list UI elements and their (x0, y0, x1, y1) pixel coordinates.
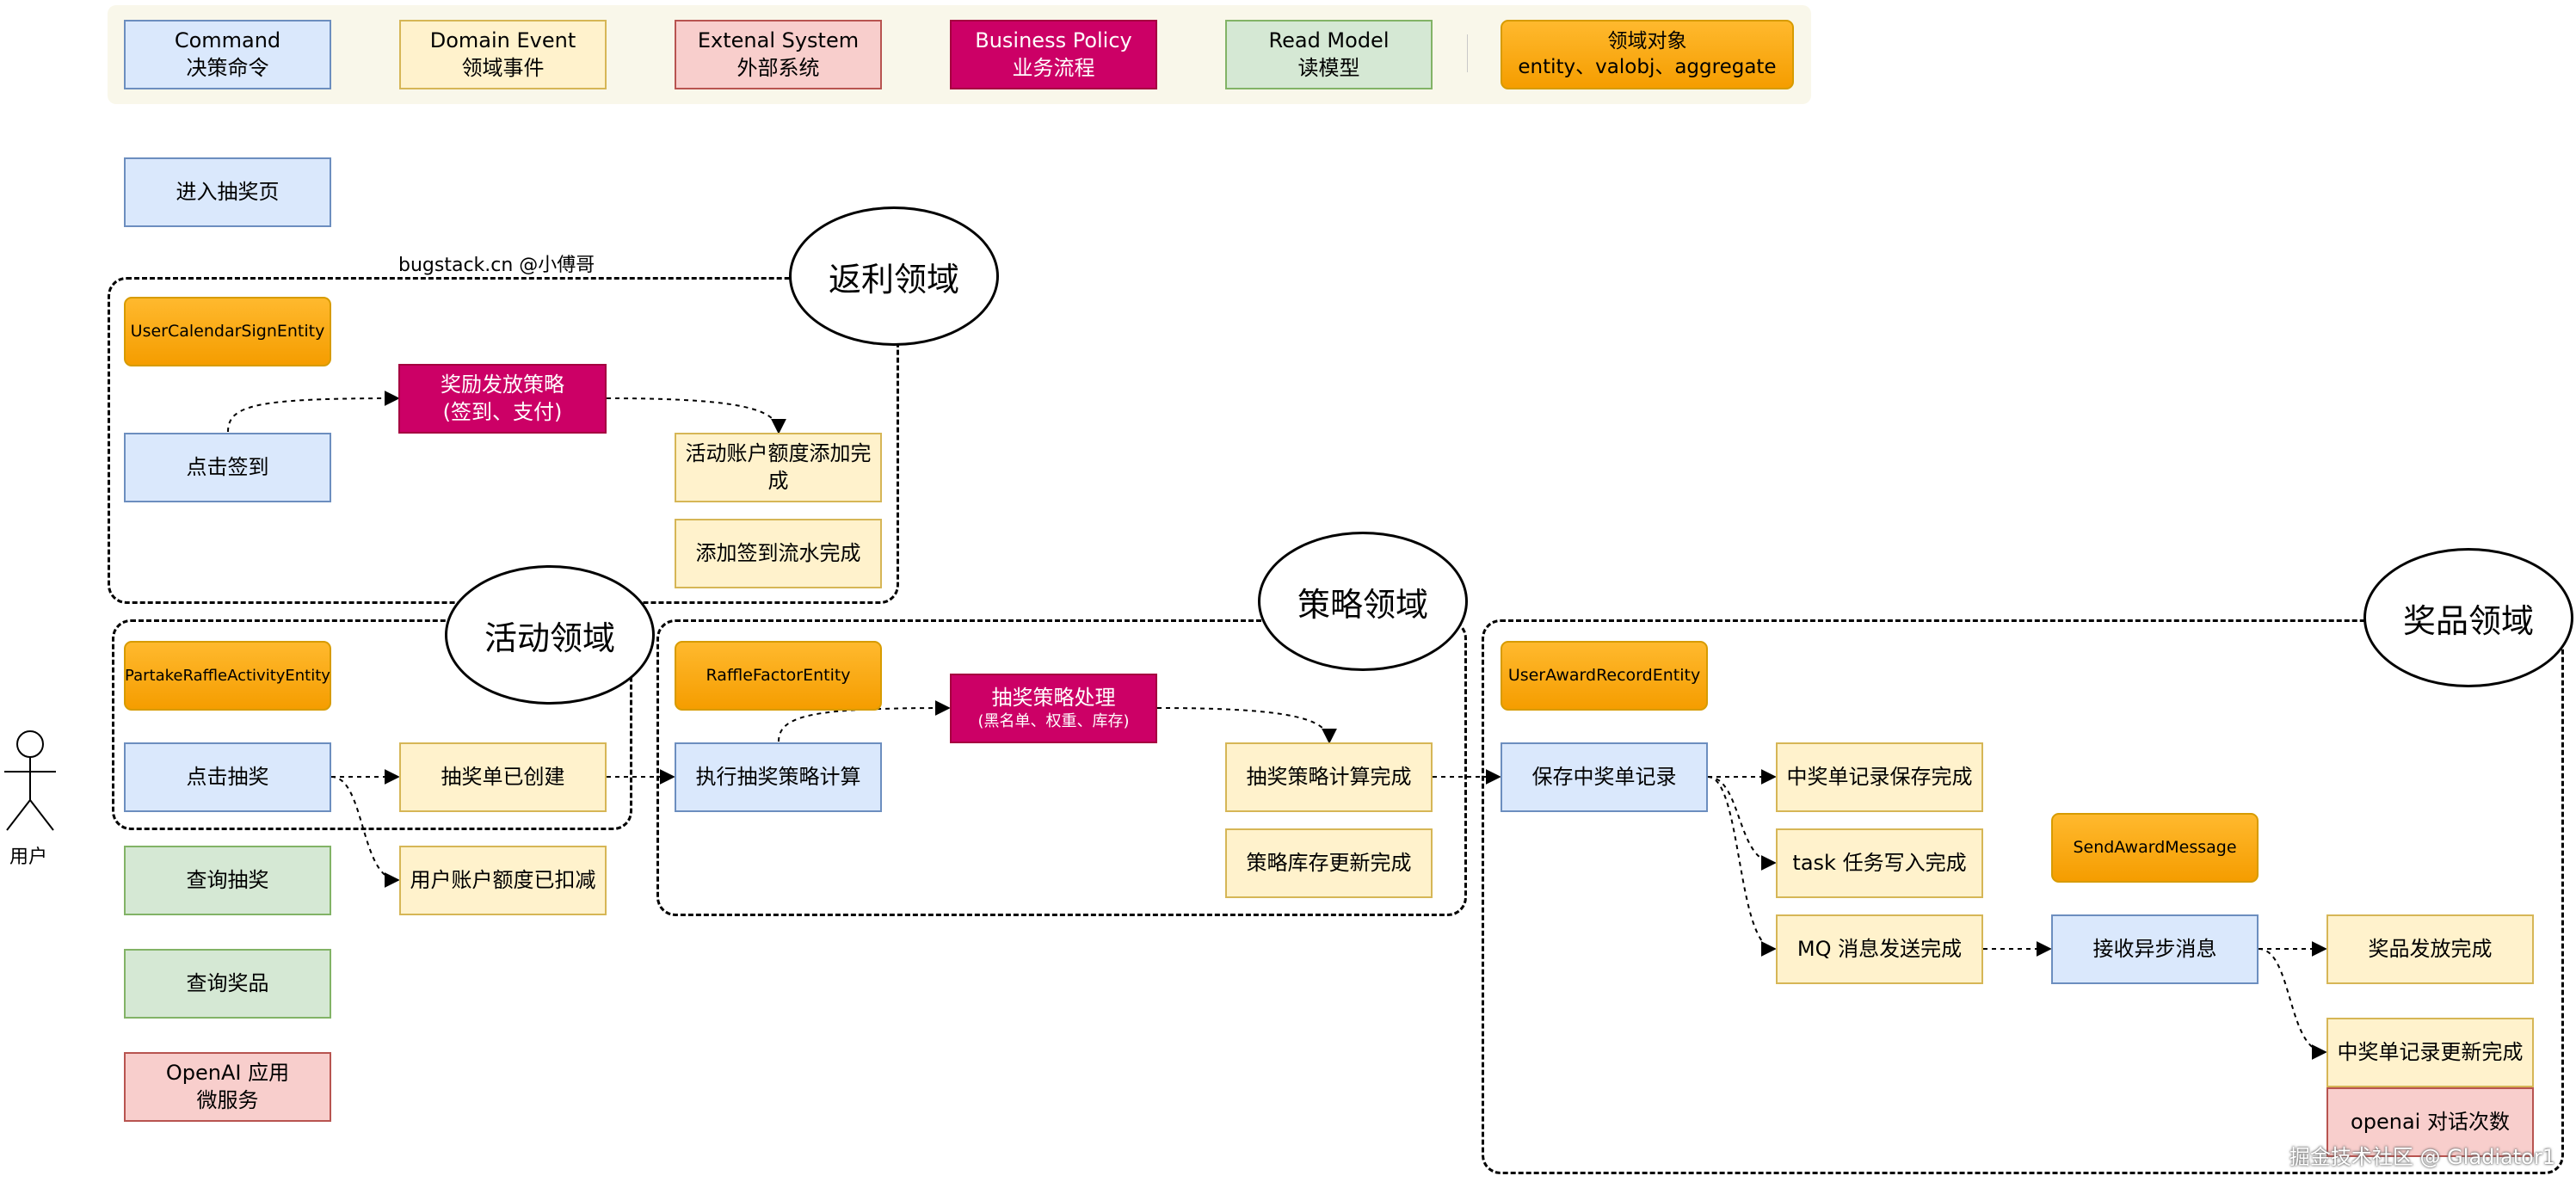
legend-command-title: Command (174, 28, 281, 53)
legend-policy-subtitle: 业务流程 (1012, 55, 1095, 80)
edge-sign-to-policy (227, 391, 400, 433)
strategy-process-subtitle: (黑名单、权重、库存) (977, 712, 1130, 731)
strategy-domain-boundary (656, 619, 1467, 916)
legend-business-policy: Business Policy 业务流程 (950, 20, 1157, 89)
receive-async-message-command: 接收异步消息 (2051, 914, 2259, 984)
credit-text: bugstack.cn @小傅哥 (398, 255, 595, 276)
openai-service-subtitle: 微服务 (196, 1087, 259, 1112)
user-actor-label: 用户 (9, 846, 48, 868)
click-raffle-command: 点击抽奖 (124, 742, 331, 812)
activity-domain-boundary (112, 619, 632, 830)
legend-read-model: Read Model 读模型 (1225, 20, 1433, 89)
sign-flow-added-event: 添加签到流水完成 (675, 519, 882, 588)
award-domain-boundary (1482, 619, 2564, 1174)
user-award-record-entity: UserAwardRecordEntity (1501, 641, 1708, 711)
edge-receive-to-updated (2258, 948, 2327, 1060)
award-record-updated-event: 中奖单记录更新完成 (2326, 1018, 2534, 1087)
mq-sent-event: MQ 消息发送完成 (1776, 914, 1983, 984)
award-domain-label: 奖品领域 (2363, 548, 2573, 687)
openai-service-external: OpenAI 应用 微服务 (124, 1052, 331, 1122)
strategy-domain-label: 策略领域 (1258, 532, 1468, 671)
raffle-order-created-event: 抽奖单已创建 (399, 742, 607, 812)
legend-command-subtitle: 决策命令 (186, 55, 269, 80)
edge-save-to-mq (1707, 776, 1777, 957)
legend-external-system: Extenal System 外部系统 (675, 20, 882, 89)
save-award-record-command: 保存中奖单记录 (1501, 742, 1708, 812)
legend-separator (1467, 34, 1468, 72)
enter-lottery-page-command: 进入抽奖页 (124, 157, 331, 227)
openai-service-title: OpenAI 应用 (165, 1061, 290, 1086)
watermark: 掘金技术社区 @ Gladiator1 (2289, 1145, 2555, 1169)
reward-policy-subtitle: (签到、支付) (442, 399, 563, 424)
openai-chat-count-external: openai 对话次数 (2326, 1087, 2534, 1157)
legend-policy-title: Business Policy (975, 28, 1132, 53)
reward-issue-policy: 奖励发放策略 (签到、支付) (398, 364, 607, 434)
edge-process-to-done (1156, 707, 1337, 744)
send-award-message-entity: SendAwardMessage (2051, 813, 2259, 883)
query-raffle-read-model: 查询抽奖 (124, 846, 331, 915)
account-quota-added-event: 活动账户额度添加完成 (675, 433, 882, 502)
user-actor-icon (4, 730, 56, 831)
quota-deducted-event: 用户账户额度已扣减 (399, 846, 607, 915)
user-calendar-sign-entity: UserCalendarSignEntity (124, 297, 331, 366)
legend-entity-subtitle: entity、valobj、aggregate (1518, 55, 1777, 78)
award-issued-event: 奖品发放完成 (2326, 914, 2534, 984)
account-quota-added-text: 活动账户额度添加完成 (685, 441, 872, 493)
legend-read-subtitle: 读模型 (1297, 55, 1360, 80)
strategy-process-title: 抽奖策略处理 (991, 686, 1116, 711)
stock-updated-event: 策略库存更新完成 (1225, 828, 1433, 898)
legend-external-title: Extenal System (697, 28, 860, 53)
legend-external-subtitle: 外部系统 (736, 55, 820, 80)
activity-domain-label: 活动领域 (445, 565, 655, 705)
partake-raffle-activity-entity: PartakeRaffleActivityEntity (124, 641, 331, 711)
raffle-factor-entity: RaffleFactorEntity (675, 641, 882, 711)
legend-read-title: Read Model (1268, 28, 1390, 53)
legend-command: Command 决策命令 (124, 20, 331, 89)
query-award-read-model: 查询奖品 (124, 949, 331, 1019)
legend-event-title: Domain Event (429, 28, 576, 53)
edge-raffle-to-deducted (330, 776, 400, 888)
award-record-saved-event: 中奖单记录保存完成 (1776, 742, 1983, 812)
task-written-event: task 任务写入完成 (1776, 828, 1983, 898)
edge-save-to-task (1707, 776, 1777, 871)
reward-policy-title: 奖励发放策略 (441, 372, 564, 397)
strategy-done-event: 抽奖策略计算完成 (1225, 742, 1433, 812)
strategy-process-policy: 抽奖策略处理 (黑名单、权重、库存) (950, 674, 1157, 743)
run-strategy-command: 执行抽奖策略计算 (675, 742, 882, 812)
edge-run-to-process (778, 700, 951, 742)
click-sign-command: 点击签到 (124, 433, 331, 502)
legend-event-subtitle: 领域事件 (461, 55, 545, 80)
legend-entity-title: 领域对象 (1607, 29, 1687, 52)
edge-policy-to-quota (606, 397, 786, 434)
rebate-domain-label: 返利领域 (789, 206, 999, 346)
legend-domain-object: 领域对象 entity、valobj、aggregate (1501, 20, 1794, 89)
legend-domain-event: Domain Event 领域事件 (399, 20, 607, 89)
